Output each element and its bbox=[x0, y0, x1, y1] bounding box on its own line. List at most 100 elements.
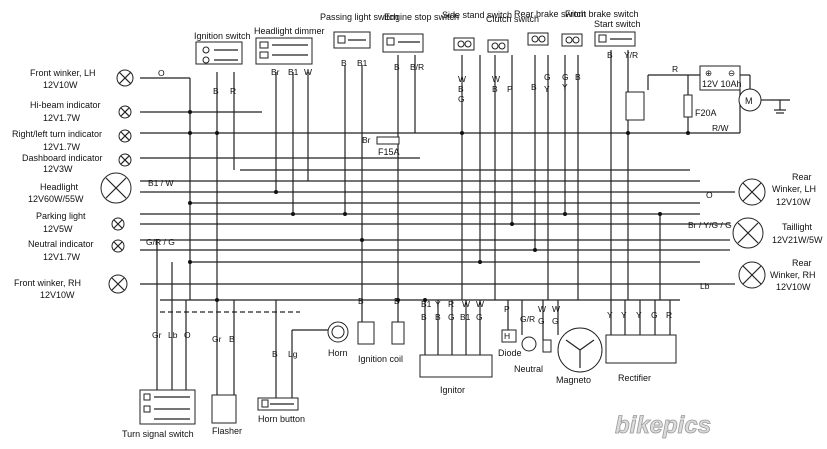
wire-code: G bbox=[651, 310, 658, 320]
lamp-icon bbox=[738, 178, 766, 206]
svg-text:⊕: ⊕ bbox=[705, 68, 712, 78]
rear-brake-switch-label: Rear brake switch bbox=[514, 9, 586, 19]
battery-section: R ⊕⊖ 12V 10Ah F20A M R/W bbox=[625, 64, 770, 133]
lamp-label: Headlight bbox=[40, 182, 79, 192]
neutral-label: Neutral bbox=[514, 364, 543, 374]
lamp-label: Taillight bbox=[782, 222, 813, 232]
svg-text:H: H bbox=[504, 331, 510, 341]
wire-code: Gr bbox=[152, 330, 162, 340]
wire-code: G bbox=[562, 72, 569, 82]
left-labels: Front winker, LH 12V10W Hi-beam indicato… bbox=[12, 68, 175, 300]
wire-code: W bbox=[492, 74, 500, 84]
wire-code: B bbox=[435, 312, 441, 322]
junction-dots bbox=[188, 110, 690, 302]
lamp-spec: 12V10W bbox=[776, 282, 811, 292]
diode-label: Diode bbox=[498, 348, 522, 358]
wire-code: B bbox=[394, 296, 400, 306]
wire-code: B bbox=[394, 62, 400, 72]
lamp-spec: 12V10W bbox=[776, 197, 811, 207]
lamp-label: Hi-beam indicator bbox=[30, 100, 101, 110]
ignition-switch-label: Ignition switch bbox=[194, 31, 251, 41]
wire-code: G bbox=[544, 72, 551, 82]
turn-signal-switch-label: Turn signal switch bbox=[122, 429, 194, 439]
wire-code: G/R bbox=[520, 314, 535, 324]
wire-code: B1 bbox=[460, 312, 471, 322]
neutral-switch-icon bbox=[521, 336, 537, 352]
lamp-icon bbox=[118, 153, 132, 167]
wire-code: G bbox=[476, 312, 483, 322]
wire-code: G/R / G bbox=[146, 237, 175, 247]
wire-code: Br bbox=[271, 67, 280, 77]
wire-code: B bbox=[492, 84, 498, 94]
wire-code: B1 bbox=[357, 58, 368, 68]
lamp-label: Winker, LH bbox=[772, 184, 816, 194]
rectifier-label: Rectifier bbox=[618, 373, 651, 383]
wire-code: R bbox=[672, 64, 678, 74]
wire-code: W bbox=[462, 299, 470, 309]
right-labels: Rear Winker, LH 12V10W Taillight 12V21W/… bbox=[770, 172, 823, 292]
wire-code: B1 / W bbox=[148, 178, 174, 188]
wire-code: W bbox=[538, 304, 546, 314]
ignitor-label: Ignitor bbox=[440, 385, 465, 395]
ignitor-icon bbox=[419, 354, 493, 378]
lamp-label: Winker, RH bbox=[770, 270, 816, 280]
lamp-label: Dashboard indicator bbox=[22, 153, 103, 163]
wire-code: B bbox=[272, 349, 278, 359]
wire-code: Gr bbox=[212, 334, 222, 344]
wire-code: B bbox=[458, 84, 464, 94]
wire-code: W bbox=[458, 74, 466, 84]
wire-code: B/R bbox=[410, 62, 424, 72]
lamp-spec: 12V10W bbox=[40, 290, 75, 300]
wire-code: B bbox=[341, 58, 347, 68]
fuse-label: F20A bbox=[695, 108, 717, 118]
start-switch-label: Start switch bbox=[594, 19, 641, 29]
ignition-coil-label: Ignition coil bbox=[358, 354, 403, 364]
wire-code: R bbox=[666, 310, 672, 320]
svg-text:⊖: ⊖ bbox=[728, 68, 735, 78]
lamp-icon bbox=[738, 261, 766, 289]
wire-code: B bbox=[213, 86, 219, 96]
wire-code: Lg bbox=[288, 349, 298, 359]
wire-code: G bbox=[552, 316, 559, 326]
wire-code: B1 bbox=[421, 299, 432, 309]
clutch-switch-label: Clutch switch bbox=[486, 14, 539, 24]
wire-code: B bbox=[607, 50, 613, 60]
lamp-icon bbox=[118, 129, 132, 143]
wire-code: R bbox=[448, 299, 454, 309]
side-stand-switch-label: Side stand switch bbox=[442, 10, 512, 20]
fuse-icon bbox=[683, 94, 693, 118]
wire-code: Br / Y/G / G bbox=[688, 220, 732, 230]
bottom-components: Turn signal switch Gr Lb O Flasher Gr B … bbox=[122, 296, 677, 439]
horn-button-label: Horn button bbox=[258, 414, 305, 424]
wire-code: Y bbox=[435, 299, 441, 309]
lamp-label: Neutral indicator bbox=[28, 239, 94, 249]
lamp-icon bbox=[100, 172, 132, 204]
lamp-icon bbox=[118, 105, 132, 119]
lamp-spec: 12V1.7W bbox=[43, 252, 81, 262]
wire-code: W bbox=[304, 67, 312, 77]
wire-code: Lb bbox=[700, 281, 710, 291]
wire-code: B1 bbox=[288, 67, 299, 77]
wire-code: Y bbox=[544, 84, 550, 94]
wire-code: O bbox=[184, 330, 191, 340]
lamp-label: Front winker, RH bbox=[14, 278, 81, 288]
wire-code: Y bbox=[562, 82, 568, 92]
lamp-spec: 12V3W bbox=[43, 164, 73, 174]
horn-label: Horn bbox=[328, 348, 348, 358]
lamp-spec: 12V60W/55W bbox=[28, 194, 84, 204]
right-lamps: O Br / Y/G / G Lb bbox=[688, 178, 766, 291]
flasher-icon bbox=[211, 394, 237, 424]
wire-code: Y bbox=[636, 310, 642, 320]
rectifier-icon bbox=[605, 334, 677, 364]
wire-code: Y bbox=[607, 310, 613, 320]
wire-code: B bbox=[358, 296, 364, 306]
wire-code: R bbox=[230, 86, 236, 96]
svg-text:M: M bbox=[745, 96, 753, 106]
wire-code: G bbox=[458, 94, 465, 104]
diode-icon bbox=[501, 329, 517, 343]
wire-code: Y bbox=[621, 310, 627, 320]
wire-code: R/W bbox=[712, 123, 729, 133]
lamp-spec: 12V10W bbox=[43, 80, 78, 90]
flasher-label: Flasher bbox=[212, 426, 242, 436]
